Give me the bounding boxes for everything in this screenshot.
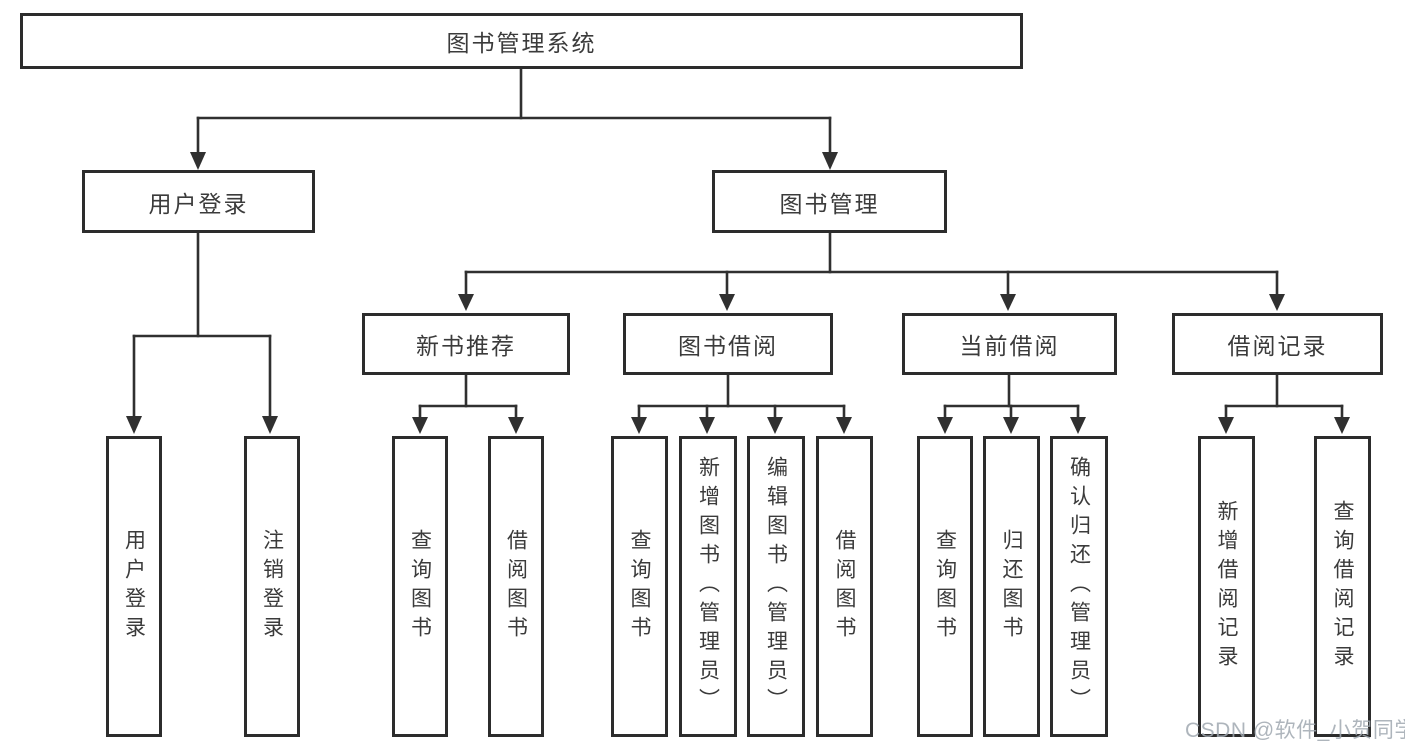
node-label: 图书借阅: [678, 333, 778, 359]
leaf-label: 查询图书: [408, 528, 432, 645]
node-label: 新书推荐: [416, 333, 516, 359]
node-book-borrow: 图书借阅: [623, 313, 833, 375]
leaf-confirm-return-admin: 确认归还（管理员）: [1050, 436, 1108, 737]
node-label: 图书管理: [779, 190, 880, 217]
node-label: 图书管理系统: [446, 30, 597, 56]
leaf-label: 确认归还（管理员）: [1067, 456, 1091, 717]
leaf-label: 借阅图书: [833, 528, 856, 645]
leaf-query-books-2: 查询图书: [611, 436, 668, 737]
node-borrow-records: 借阅记录: [1172, 313, 1383, 375]
csdn-watermark: CSDN @软件_小贺同学: [1185, 719, 1405, 742]
leaf-label: 查询图书: [933, 528, 957, 645]
leaf-label: 新增图书（管理员）: [696, 456, 720, 717]
node-label: 用户登录: [148, 190, 249, 217]
leaf-label: 新增借阅记录: [1215, 499, 1238, 674]
node-user-login: 用户登录: [82, 170, 315, 233]
leaf-label: 查询图书: [628, 528, 651, 645]
leaf-query-borrow-record: 查询借阅记录: [1314, 436, 1371, 737]
leaf-label: 查询借阅记录: [1331, 499, 1354, 674]
leaf-return-books: 归还图书: [983, 436, 1040, 737]
node-root-library-system: 图书管理系统: [20, 13, 1023, 69]
leaf-edit-books-admin: 编辑图书（管理员）: [747, 436, 805, 737]
leaf-logout: 注销登录: [244, 436, 300, 737]
node-label: 当前借阅: [959, 333, 1060, 359]
leaf-label: 用户登录: [122, 528, 146, 645]
leaf-query-books-3: 查询图书: [917, 436, 973, 737]
leaf-label: 归还图书: [1000, 528, 1023, 645]
leaf-label: 借阅图书: [504, 528, 528, 645]
node-book-management: 图书管理: [712, 170, 947, 233]
leaf-label: 编辑图书（管理员）: [764, 456, 788, 717]
node-new-book-recommend: 新书推荐: [362, 313, 570, 375]
leaf-add-books-admin: 新增图书（管理员）: [679, 436, 737, 737]
leaf-borrow-books-2: 借阅图书: [816, 436, 873, 737]
node-label: 借阅记录: [1227, 333, 1328, 359]
leaf-borrow-books-1: 借阅图书: [488, 436, 544, 737]
leaf-query-books-1: 查询图书: [392, 436, 448, 737]
node-current-borrow: 当前借阅: [902, 313, 1117, 375]
leaf-label: 注销登录: [260, 528, 284, 645]
leaf-add-borrow-record: 新增借阅记录: [1198, 436, 1255, 737]
leaf-user-login: 用户登录: [106, 436, 162, 737]
